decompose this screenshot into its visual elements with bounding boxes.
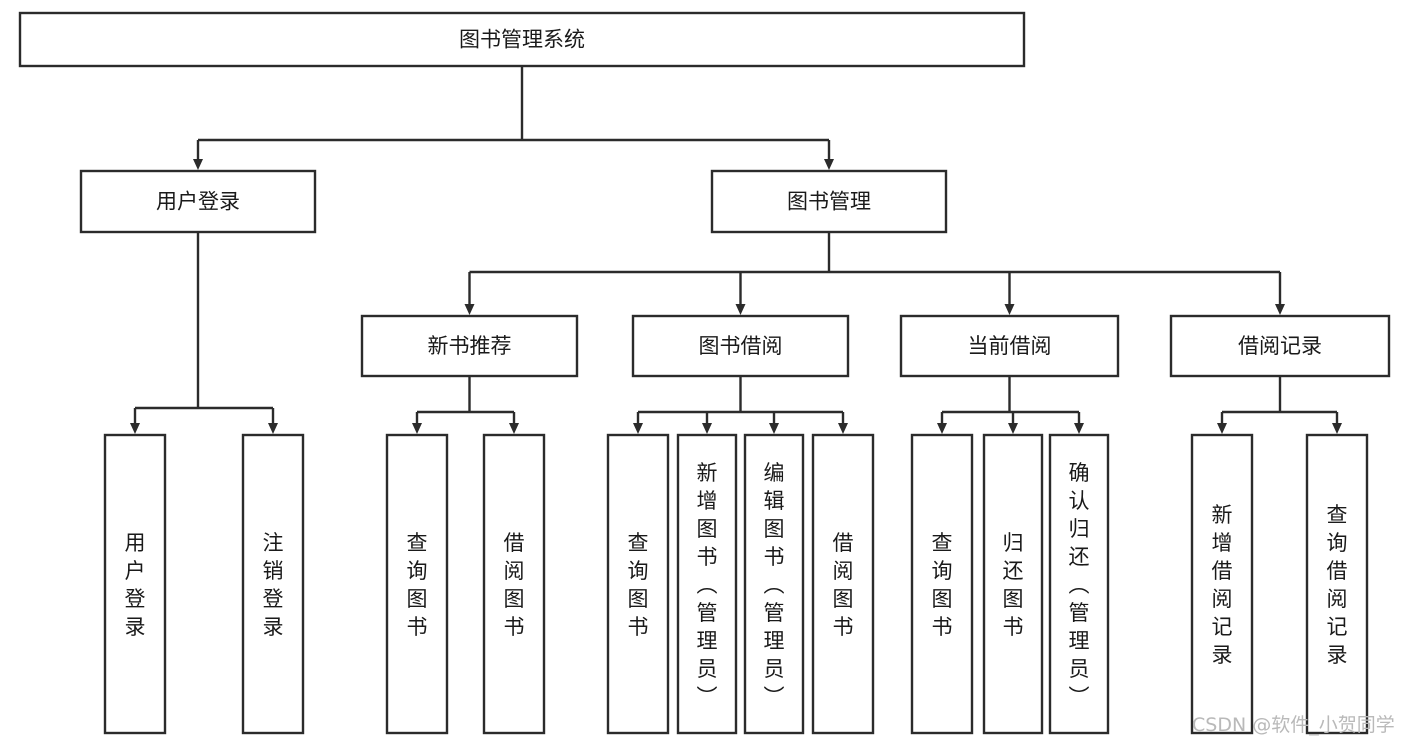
node-label-book-manage: 图书管理 [787, 190, 871, 214]
node-box-leaf-current-return-book [982, 433, 1044, 735]
node-label-book-borrow: 图书借阅 [699, 334, 783, 358]
node-leaf-current-confirm-return[interactable]: 确认归还︵管理员︶ [1048, 433, 1110, 735]
node-box-borrow-record [1169, 314, 1391, 378]
node-leaf-borrow-query-book[interactable]: 查询图书 [606, 433, 670, 735]
node-label-leaf-record-query: 查询借阅记录 [1327, 503, 1348, 667]
node-label-leaf-current-query-book: 查询图书 [932, 531, 953, 639]
node-borrow-record[interactable]: 借阅记录 [1169, 314, 1391, 378]
node-leaf-user-login[interactable]: 用户登录 [103, 433, 167, 735]
node-current-borrow[interactable]: 当前借阅 [899, 314, 1120, 378]
node-leaf-current-query-book[interactable]: 查询图书 [910, 433, 974, 735]
node-label-leaf-borrow-add-book: 新增图书︵管理员︶ [697, 461, 718, 709]
node-box-leaf-record-query [1305, 433, 1369, 735]
node-label-user-login: 用户登录 [156, 190, 240, 214]
node-label-current-borrow: 当前借阅 [968, 334, 1052, 358]
node-label-leaf-current-confirm-return: 确认归还︵管理员︶ [1069, 461, 1090, 709]
connectors-layer [130, 66, 1342, 434]
node-label-leaf-user-logout: 注销登录 [263, 531, 284, 639]
node-box-leaf-record-add [1190, 433, 1254, 735]
node-label-root: 图书管理系统 [459, 28, 585, 52]
node-box-book-borrow [631, 314, 850, 378]
node-label-borrow-record: 借阅记录 [1238, 334, 1322, 358]
node-label-leaf-borrow-borrow-book: 借阅图书 [833, 531, 854, 639]
node-box-leaf-user-logout [241, 433, 305, 735]
node-user-login[interactable]: 用户登录 [79, 169, 317, 234]
node-leaf-borrow-add-book[interactable]: 新增图书︵管理员︶ [676, 433, 738, 735]
node-label-new-book-recommend: 新书推荐 [428, 334, 512, 358]
node-box-leaf-borrow-add-book [676, 433, 738, 735]
node-box-leaf-current-query-book [910, 433, 974, 735]
node-label-leaf-user-login: 用户登录 [125, 531, 146, 639]
node-box-leaf-current-confirm-return [1048, 433, 1110, 735]
node-box-user-login [79, 169, 317, 234]
node-label-leaf-current-return-book: 归还图书 [1003, 531, 1024, 639]
node-leaf-record-add[interactable]: 新增借阅记录 [1190, 433, 1254, 735]
node-leaf-recommend-borrow-book[interactable]: 借阅图书 [482, 433, 546, 735]
node-box-current-borrow [899, 314, 1120, 378]
node-leaf-recommend-query-book[interactable]: 查询图书 [385, 433, 449, 735]
node-label-leaf-record-add: 新增借阅记录 [1212, 503, 1233, 667]
node-leaf-current-return-book[interactable]: 归还图书 [982, 433, 1044, 735]
node-box-root [18, 11, 1026, 68]
node-book-borrow[interactable]: 图书借阅 [631, 314, 850, 378]
node-box-leaf-borrow-borrow-book [811, 433, 875, 735]
node-box-leaf-recommend-borrow-book [482, 433, 546, 735]
node-label-leaf-borrow-edit-book: 编辑图书︵管理员︶ [764, 461, 785, 709]
nodes-layer: 图书管理系统用户登录图书管理新书推荐图书借阅当前借阅借阅记录用户登录注销登录查询… [18, 11, 1391, 735]
node-leaf-record-query[interactable]: 查询借阅记录 [1305, 433, 1369, 735]
node-leaf-borrow-edit-book[interactable]: 编辑图书︵管理员︶ [743, 433, 805, 735]
node-label-leaf-recommend-query-book: 查询图书 [407, 531, 428, 639]
node-box-new-book-recommend [360, 314, 579, 378]
csdn-watermark: CSDN @软件_小贺同学 [1192, 714, 1395, 736]
node-label-leaf-borrow-query-book: 查询图书 [628, 531, 649, 639]
node-leaf-user-logout[interactable]: 注销登录 [241, 433, 305, 735]
node-box-book-manage [710, 169, 948, 234]
node-book-manage[interactable]: 图书管理 [710, 169, 948, 234]
node-new-book-recommend[interactable]: 新书推荐 [360, 314, 579, 378]
node-leaf-borrow-borrow-book[interactable]: 借阅图书 [811, 433, 875, 735]
node-box-leaf-user-login [103, 433, 167, 735]
node-root[interactable]: 图书管理系统 [18, 11, 1026, 68]
node-box-leaf-borrow-query-book [606, 433, 670, 735]
node-box-leaf-borrow-edit-book [743, 433, 805, 735]
node-box-leaf-recommend-query-book [385, 433, 449, 735]
node-label-leaf-recommend-borrow-book: 借阅图书 [504, 531, 525, 639]
